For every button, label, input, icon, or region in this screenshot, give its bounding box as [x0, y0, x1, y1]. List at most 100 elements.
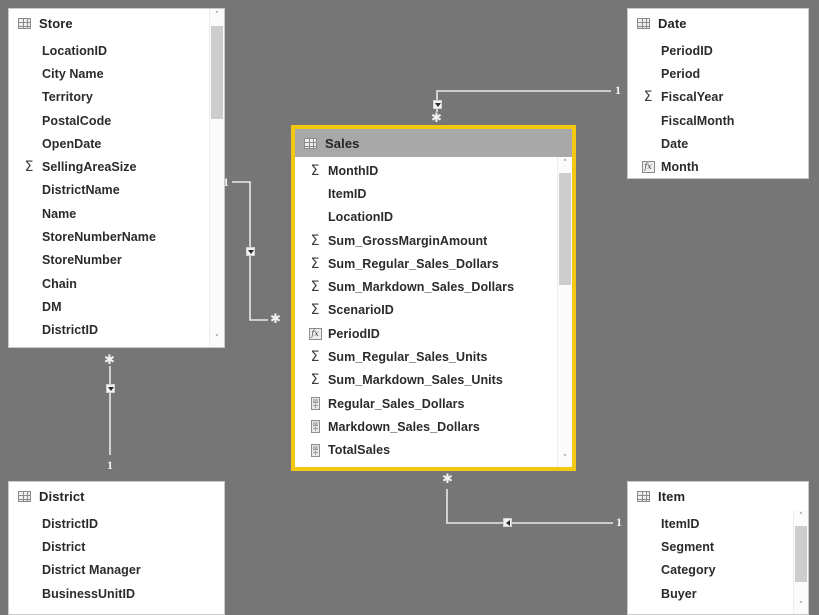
field-row[interactable]: BusinessUnitID: [9, 582, 224, 605]
cross-filter-sales-item[interactable]: [503, 518, 512, 527]
field-row[interactable]: Buyer: [628, 582, 808, 605]
sigma-icon: [307, 256, 323, 272]
scroll-up-icon[interactable]: ˄: [562, 159, 568, 169]
cross-filter-store-sales[interactable]: [246, 247, 255, 256]
field-row[interactable]: Date: [628, 132, 808, 155]
field-row[interactable]: DistrictID: [9, 319, 224, 342]
field-row[interactable]: ScenarioID: [295, 299, 572, 322]
table-card-sales[interactable]: Sales MonthID ItemID LocationID Sum_Gros…: [292, 126, 575, 470]
table-card-district[interactable]: District DistrictID District District Ma…: [8, 481, 225, 615]
field-icon-none: [21, 182, 37, 198]
field-label: Name: [42, 206, 77, 221]
field-row[interactable]: Sum_Markdown_Sales_Units: [295, 369, 572, 392]
field-icon-none: [21, 299, 37, 315]
scrollbar-thumb[interactable]: [795, 526, 807, 582]
field-row[interactable]: Segment: [628, 535, 808, 558]
field-row[interactable]: FiscalMonth: [628, 109, 808, 132]
table-card-item[interactable]: Item ItemID Segment Category Buyer ˄ ˅: [627, 481, 809, 615]
field-label: DM: [42, 299, 62, 314]
table-icon: [18, 17, 31, 29]
field-row[interactable]: OpenDate: [9, 132, 224, 155]
field-row[interactable]: District: [9, 535, 224, 558]
field-row[interactable]: Category: [628, 559, 808, 582]
table-icon: [637, 17, 650, 29]
scrollbar-item[interactable]: ˄ ˅: [793, 510, 808, 614]
field-row[interactable]: DistrictName: [9, 179, 224, 202]
cross-filter-date-sales[interactable]: [433, 100, 442, 109]
field-row[interactable]: LocationID: [295, 206, 572, 229]
field-row[interactable]: ItemID: [628, 512, 808, 535]
table-header-district[interactable]: District: [9, 482, 224, 510]
field-row[interactable]: Period: [628, 62, 808, 85]
field-row[interactable]: TotalSales: [295, 439, 572, 462]
field-label: Sum_Regular_Sales_Units: [328, 350, 488, 365]
scrollbar-sales[interactable]: ˄ ˅: [557, 157, 572, 467]
scroll-up-icon[interactable]: ˄: [798, 512, 804, 522]
field-row[interactable]: PeriodID: [295, 322, 572, 345]
cross-filter-store-district[interactable]: [106, 384, 115, 393]
field-row[interactable]: StoreNumber: [9, 249, 224, 272]
field-label: LocationID: [328, 210, 394, 225]
field-label: Date: [661, 136, 689, 151]
field-label: ItemID: [328, 186, 367, 201]
table-header-sales[interactable]: Sales: [295, 129, 572, 157]
field-row[interactable]: City Name: [9, 62, 224, 85]
field-label: StoreNumberName: [42, 230, 156, 245]
field-label: TotalSales: [328, 443, 391, 458]
field-row[interactable]: Territory: [9, 86, 224, 109]
field-row[interactable]: FiscalYear: [628, 86, 808, 109]
table-title: Sales: [325, 135, 360, 151]
field-label: City Name: [42, 66, 104, 81]
field-label: Regular_Sales_Dollars: [328, 396, 465, 411]
field-row[interactable]: DistrictID: [9, 512, 224, 535]
field-row[interactable]: Month: [628, 155, 808, 178]
field-row[interactable]: Name: [9, 202, 224, 225]
field-row[interactable]: Chain: [9, 272, 224, 295]
table-card-date[interactable]: Date PeriodID Period FiscalYear FiscalMo…: [627, 8, 809, 179]
field-row[interactable]: PeriodID: [628, 39, 808, 62]
cardinality-store-sales-many: ✱: [270, 312, 281, 327]
sigma-icon: [307, 372, 323, 388]
field-row[interactable]: Sum_Regular_Sales_Dollars: [295, 252, 572, 275]
scroll-down-icon[interactable]: ˅: [562, 454, 568, 464]
field-row[interactable]: StoreNumberName: [9, 225, 224, 248]
field-icon-none: [21, 89, 37, 105]
table-icon: [304, 137, 317, 149]
scroll-down-icon[interactable]: ˅: [798, 601, 804, 611]
scrollbar-thumb[interactable]: [211, 26, 223, 119]
field-label: Sum_Regular_Sales_Dollars: [328, 256, 499, 271]
relationship-line-date-sales: [436, 90, 611, 112]
field-row[interactable]: Sum_Markdown_Sales_Dollars: [295, 275, 572, 298]
field-row[interactable]: ItemID: [295, 182, 572, 205]
field-row[interactable]: MonthID: [295, 159, 572, 182]
table-card-store[interactable]: Store LocationID City Name Territory Pos…: [8, 8, 225, 348]
field-icon-none: [21, 229, 37, 245]
scroll-up-icon[interactable]: ˄: [214, 11, 220, 21]
field-row[interactable]: SellingAreaSize: [9, 155, 224, 178]
field-row[interactable]: LocationID: [9, 39, 224, 62]
field-icon-none: [21, 66, 37, 82]
field-row[interactable]: DM: [9, 295, 224, 318]
table-header-date[interactable]: Date: [628, 9, 808, 37]
field-icon-none: [21, 562, 37, 578]
field-row[interactable]: Sum_GrossMarginAmount: [295, 229, 572, 252]
scrollbar-store[interactable]: ˄ ˅: [209, 9, 224, 347]
table-icon: [637, 490, 650, 502]
table-header-item[interactable]: Item: [628, 482, 808, 510]
field-row[interactable]: PostalCode: [9, 109, 224, 132]
table-header-store[interactable]: Store: [9, 9, 224, 37]
scroll-down-icon[interactable]: ˅: [214, 334, 220, 344]
cardinality-sales-item-one: 1: [616, 515, 622, 529]
field-icon-none: [640, 66, 656, 82]
table-title: Item: [658, 488, 686, 504]
scrollbar-thumb[interactable]: [559, 173, 571, 285]
sigma-icon: [640, 89, 656, 105]
field-row[interactable]: Regular_Sales_Dollars: [295, 392, 572, 415]
field-label: Sum_GrossMarginAmount: [328, 233, 488, 248]
sigma-icon: [307, 279, 323, 295]
table-fields-date: PeriodID Period FiscalYear FiscalMonth D…: [628, 37, 808, 178]
field-row[interactable]: District Manager: [9, 559, 224, 582]
field-row[interactable]: Markdown_Sales_Dollars: [295, 415, 572, 438]
field-row[interactable]: Sum_Regular_Sales_Units: [295, 345, 572, 368]
